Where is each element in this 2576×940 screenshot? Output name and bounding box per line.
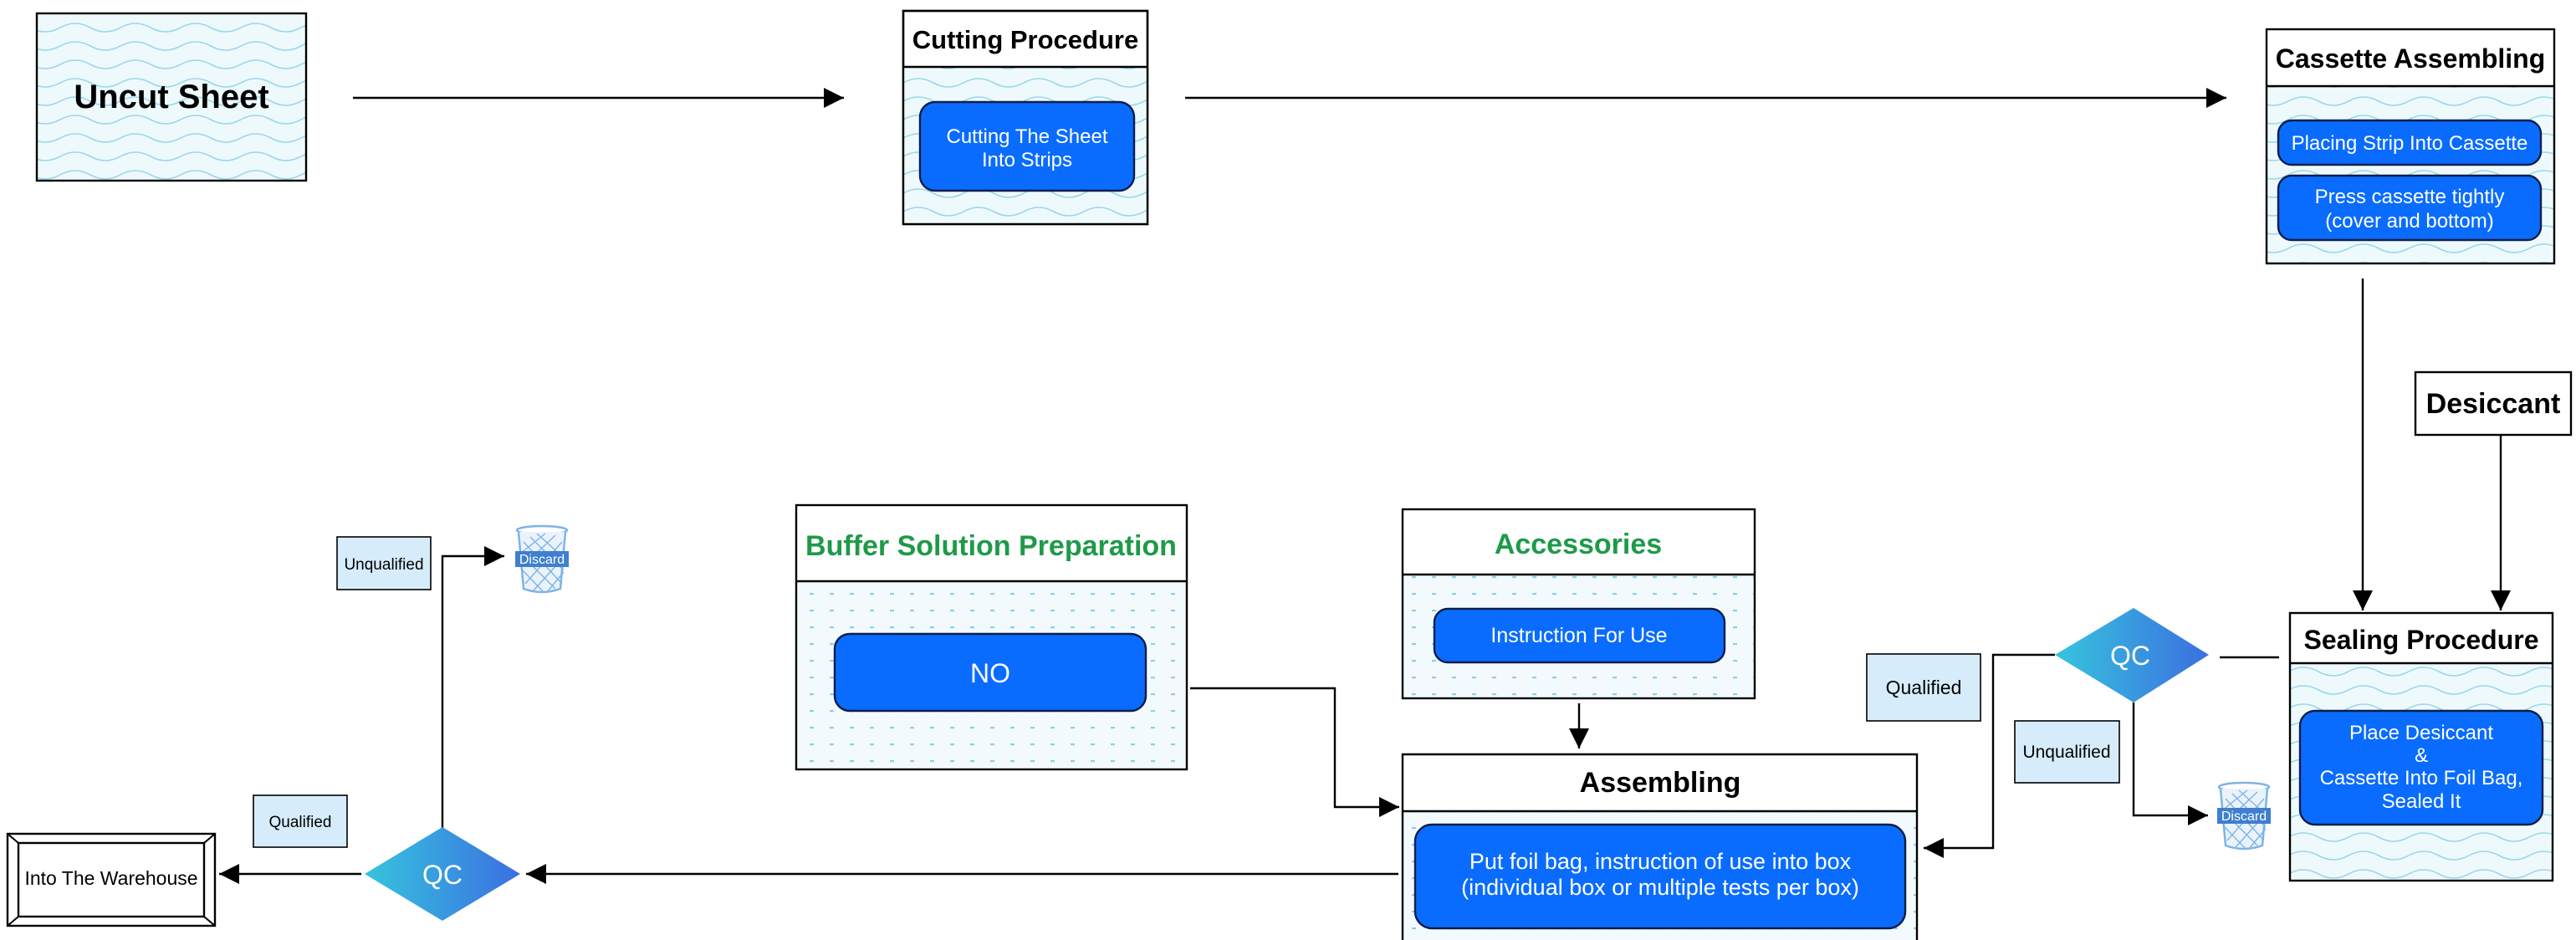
node-assembling[interactable]: Assembling Put foil bag, instruction of …: [1401, 753, 1919, 940]
trash-bin-icon[interactable]: Discard: [514, 524, 570, 594]
decision-qc-right[interactable]: QC: [2055, 608, 2209, 702]
accessories-step-label: Instruction For Use: [1490, 624, 1667, 647]
node-accessories[interactable]: Accessories Instruction For Use: [1401, 508, 1756, 700]
qualified-right-text: Qualified: [1886, 677, 1962, 698]
arrow-qc-unqualified-to-discard: [2132, 702, 2208, 825]
cassette-step-1-label: Placing Strip Into Cassette: [2292, 132, 2528, 155]
cassette-step-2-line-2: (cover and bottom): [2325, 210, 2493, 232]
cassette-step-2[interactable]: [2277, 174, 2543, 242]
cassette-step-2-line-1: Press cassette tightly: [2315, 186, 2505, 208]
assembling-step-box[interactable]: [1413, 823, 1907, 930]
arrow-qc-qualified-to-assembling: [1924, 653, 2055, 858]
cutting-title: Cutting Procedure: [912, 25, 1138, 54]
buffer-title: Buffer Solution Preparation: [805, 530, 1177, 562]
sealing-title: Sealing Procedure: [2304, 625, 2539, 655]
buffer-step-label: NO: [970, 658, 1010, 688]
arrow-buffer-to-assembling: [1190, 687, 1399, 817]
qc-left-label: QC: [422, 860, 463, 890]
node-cassette-assembling[interactable]: Cassette Assembling Placing Strip Into C…: [2265, 28, 2556, 265]
label-qualified-left: Qualified: [253, 794, 348, 848]
assembling-title: Assembling: [1580, 767, 1741, 799]
warehouse-label: Into The Warehouse: [24, 867, 197, 889]
node-buffer-solution[interactable]: Buffer Solution Preparation NO: [795, 503, 1188, 771]
qualified-left-text: Qualified: [269, 814, 332, 831]
qc-right-label: QC: [2110, 641, 2150, 671]
cassette-step-1[interactable]: [2277, 119, 2543, 166]
cutting-step-box[interactable]: [918, 100, 1136, 192]
cutting-step-line-1: Cutting The Sheet: [946, 125, 1107, 148]
label-qualified-right: Qualified: [1866, 653, 1981, 722]
arrow-qc-unqualified-to-discard-left: [441, 546, 504, 829]
buffer-step-box[interactable]: [833, 632, 1147, 713]
unqualified-right-text: Unqualified: [2022, 743, 2110, 762]
uncut-sheet-label: Uncut Sheet: [74, 79, 268, 115]
sealing-step-line-4: Sealed It: [2382, 790, 2461, 813]
accessories-step-box[interactable]: [1433, 607, 1726, 664]
unqualified-left-text: Unqualified: [344, 556, 423, 574]
label-unqualified-left: Unqualified: [336, 536, 432, 590]
node-uncut-sheet[interactable]: Uncut Sheet: [35, 12, 308, 182]
assembling-step-line-1: Put foil bag, instruction of use into bo…: [1469, 849, 1852, 874]
discard-label-left: Discard: [519, 553, 565, 567]
sealing-step-box[interactable]: [2298, 709, 2544, 826]
desiccant-label: Desiccant: [2426, 388, 2561, 420]
node-warehouse[interactable]: Into The Warehouse: [6, 832, 217, 927]
node-cutting-procedure[interactable]: Cutting Procedure Cutting The Sheet Into…: [902, 9, 1149, 226]
label-unqualified-right: Unqualified: [2014, 720, 2120, 784]
discard-label-right: Discard: [2221, 810, 2267, 824]
trash-bin-icon[interactable]: Discard: [2216, 781, 2272, 851]
node-desiccant[interactable]: Desiccant: [2414, 370, 2573, 437]
sealing-step-line-2: &: [2415, 744, 2428, 767]
accessories-title: Accessories: [1495, 529, 1662, 560]
node-sealing-procedure[interactable]: Sealing Procedure Place Desiccant & Cass…: [2288, 611, 2554, 882]
sealing-step-line-3: Cassette Into Foil Bag,: [2320, 767, 2523, 789]
cutting-step-line-2: Into Strips: [982, 149, 1072, 171]
assembling-step-line-2: (individual box or multiple tests per bo…: [1461, 875, 1859, 900]
sealing-step-line-1: Place Desiccant: [2349, 722, 2493, 744]
cassette-title: Cassette Assembling: [2276, 43, 2545, 74]
decision-qc-left[interactable]: QC: [365, 827, 520, 921]
